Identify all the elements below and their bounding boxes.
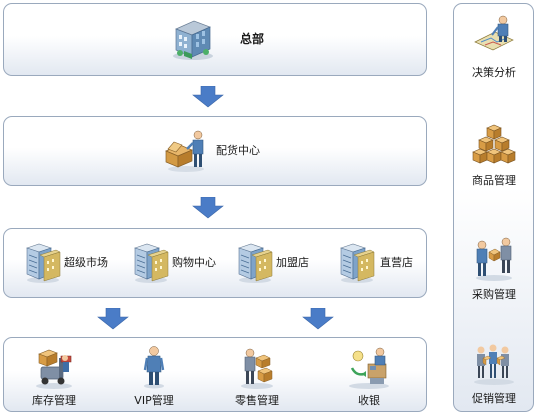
stacked-boxes-icon: [472, 124, 516, 164]
headquarters-node: 总部: [170, 15, 264, 61]
distribution-label: 配货中心: [216, 144, 260, 157]
sidebar-item-decision: 决策分析: [454, 14, 534, 80]
server-building-icon: [340, 243, 375, 283]
server-building-icon: [238, 243, 273, 283]
sidebar-item-label: 促销管理: [472, 392, 516, 405]
store-node: 直营店: [338, 241, 413, 283]
store-node: 加盟店: [236, 241, 309, 283]
sidebar-item-promotion: 促销管理: [454, 340, 534, 406]
server-building-icon: [134, 243, 169, 283]
person-icon: [143, 346, 165, 389]
person-with-boxes-icon: [241, 348, 273, 389]
sidebar-item-label: 决策分析: [472, 66, 516, 79]
group-of-people-icon: [474, 344, 514, 385]
store-label: 加盟店: [276, 256, 309, 269]
arrow-down-icon: [192, 86, 224, 108]
arrow-down-icon: [192, 197, 224, 219]
forklift-icon: [36, 349, 72, 389]
office-building-icon: [173, 20, 213, 60]
operation-label: 收银: [358, 394, 380, 407]
headquarters-label: 总部: [240, 31, 265, 46]
arrow-down-icon: [302, 308, 334, 330]
sidebar-item-products: 商品管理: [454, 122, 534, 188]
person-at-map-icon: [474, 15, 514, 51]
sidebar-item-label: 商品管理: [472, 174, 516, 187]
worker-with-box-icon: [165, 130, 204, 172]
store-label: 超级市场: [64, 256, 108, 269]
sidebar-item-label: 采购管理: [472, 288, 516, 301]
arrow-down-icon: [97, 308, 129, 330]
operation-inventory: 库存管理: [11, 344, 97, 408]
distribution-box: [3, 116, 427, 186]
cashier-icon: [349, 347, 389, 389]
sidebar-item-purchasing: 采购管理: [454, 236, 534, 302]
operation-label: 库存管理: [32, 394, 76, 407]
sidebar-box: [453, 3, 534, 412]
operation-cashier: 收银: [326, 344, 412, 408]
people-exchanging-icon: [476, 237, 512, 281]
store-label: 直营店: [380, 256, 413, 269]
store-node: 超级市场: [24, 241, 108, 283]
store-node: 购物中心: [132, 241, 216, 283]
distribution-node: 配货中心: [162, 127, 260, 173]
store-label: 购物中心: [172, 256, 216, 269]
server-building-icon: [26, 243, 61, 283]
operation-vip: VIP管理: [111, 344, 197, 408]
operation-label: VIP管理: [134, 394, 174, 407]
operation-label: 零售管理: [235, 394, 279, 407]
headquarters-box: [3, 3, 427, 76]
operation-retail: 零售管理: [214, 344, 300, 408]
